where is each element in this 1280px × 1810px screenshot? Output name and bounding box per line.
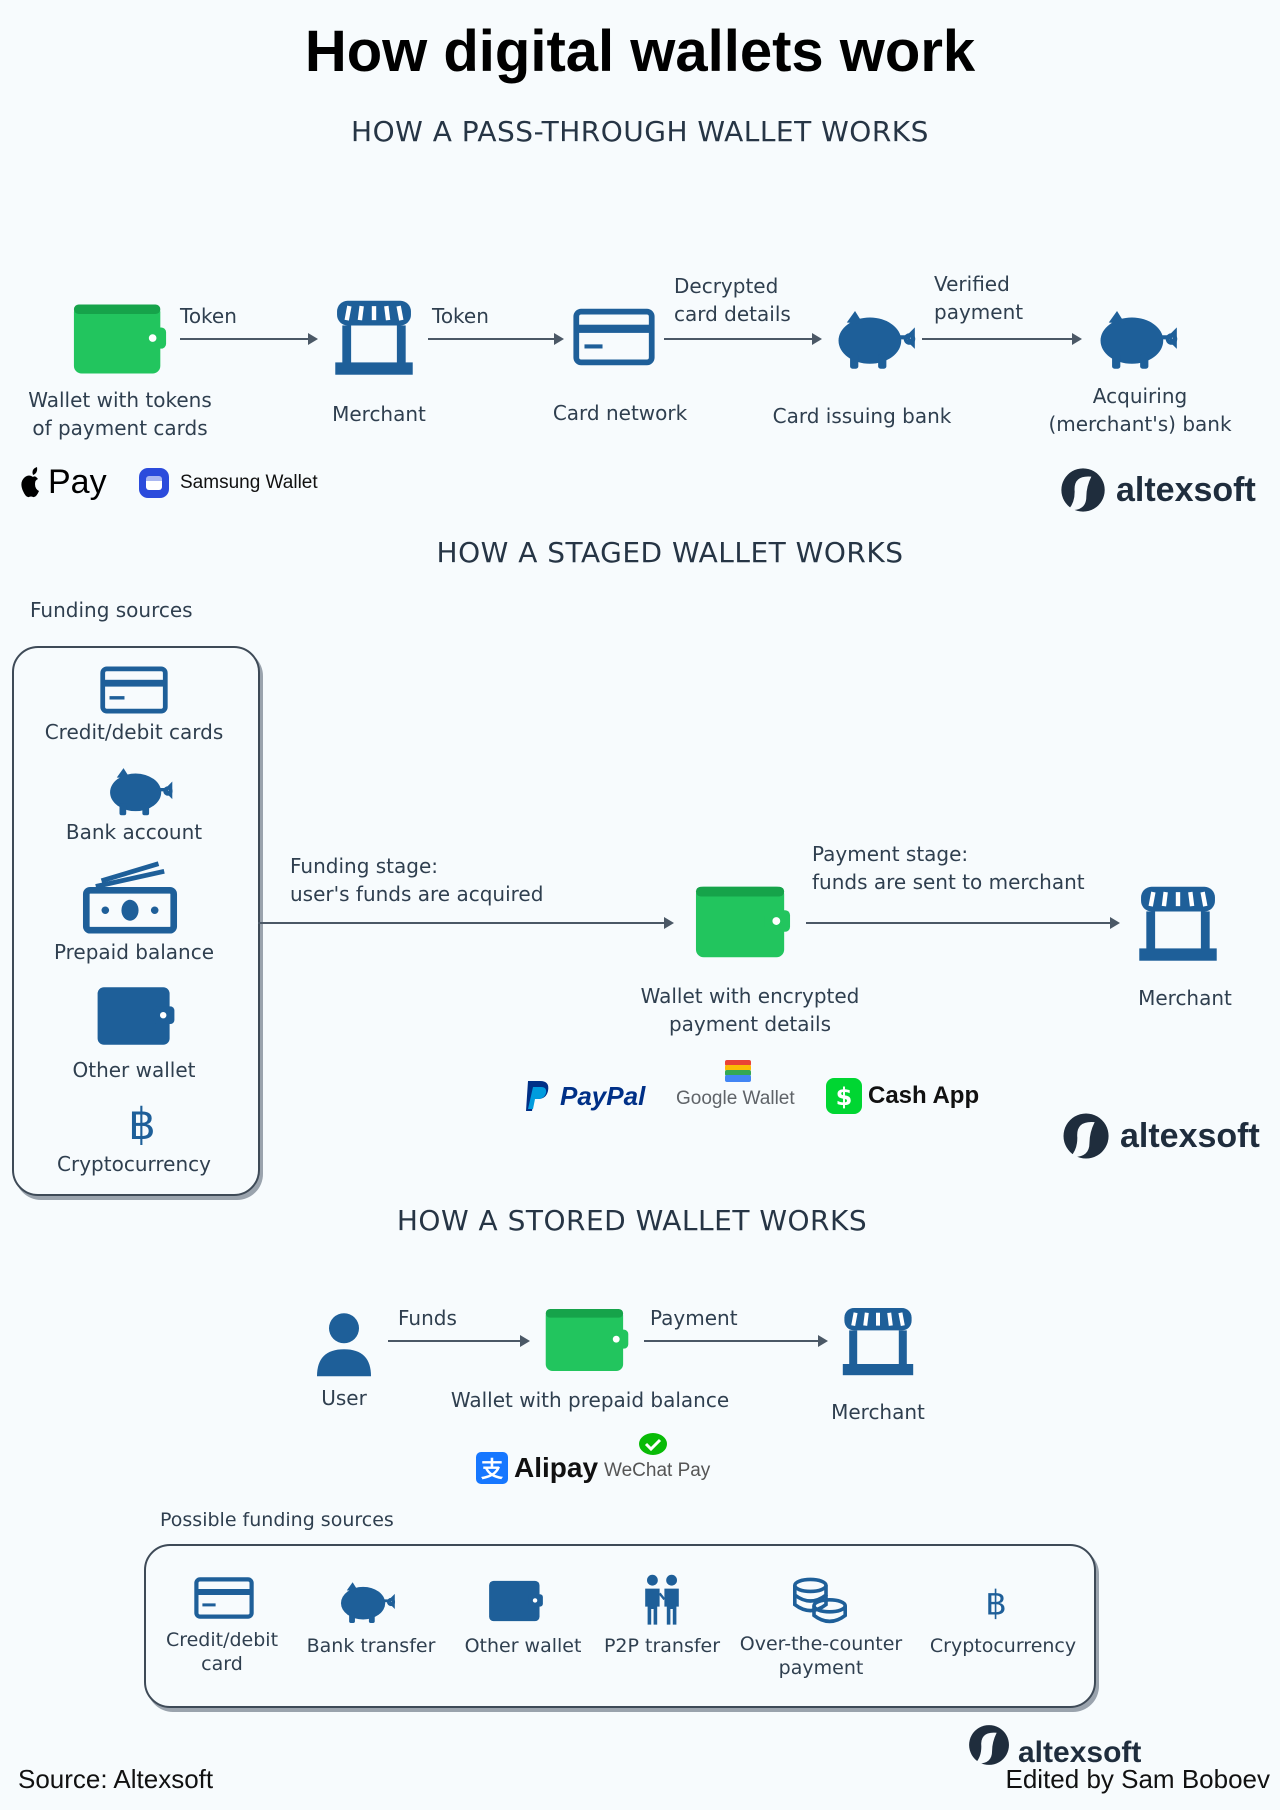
paypal-logo: PayPal <box>524 1078 645 1114</box>
stored-funds-label: Funds <box>398 1306 457 1330</box>
possible-cryptocurrency: Cryptocurrency <box>929 1635 1077 1657</box>
node-acquiring-bank: Acquiring (merchant's) bank <box>1048 384 1232 436</box>
wallet-icon <box>544 1304 630 1376</box>
page-title: How digital wallets work <box>304 19 976 84</box>
funding-prepaid-balance: Prepaid balance <box>53 940 215 964</box>
cash-app-text: Cash App <box>868 1082 980 1109</box>
arrow <box>428 333 564 345</box>
apple-pay-logo: Pay <box>20 462 107 502</box>
store-icon <box>838 1300 918 1380</box>
funding-sources-title: Funding sources <box>30 598 193 622</box>
google-wallet-text: Google Wallet <box>676 1088 795 1109</box>
arrow <box>922 333 1082 345</box>
editor-credit: Edited by Sam Boboev <box>1005 1764 1271 1794</box>
possible-p2p-transfer: P2P transfer <box>603 1635 721 1657</box>
altexsoft-icon <box>1058 465 1108 515</box>
node-card-issuing-bank: Card issuing bank <box>772 404 952 428</box>
samsung-wallet-logo: Samsung Wallet <box>138 466 318 500</box>
possible-funding-title: Possible funding sources <box>160 1509 394 1531</box>
altexsoft-logo: altexsoft <box>966 1722 1142 1769</box>
coins-icon <box>790 1576 850 1626</box>
alipay-text: Alipay <box>514 1452 599 1483</box>
stored-wallet-label: Wallet with prepaid balance <box>450 1388 730 1412</box>
altexsoft-text: altexsoft <box>1018 1736 1142 1769</box>
arrow <box>806 917 1120 929</box>
piggy-bank-icon <box>1090 306 1182 372</box>
piggy-bank-icon <box>334 1578 398 1626</box>
staged-merchant-label: Merchant <box>1138 986 1232 1010</box>
altexsoft-text: altexsoft <box>1116 470 1256 509</box>
wallet-icon <box>96 984 176 1048</box>
stored-heading: HOW A STORED WALLET WORKS <box>396 1204 868 1237</box>
wechat-pay-text: WeChat Pay <box>604 1460 711 1481</box>
arrow <box>180 333 318 345</box>
funding-cryptocurrency: Cryptocurrency <box>57 1152 211 1176</box>
apple-icon <box>21 467 39 498</box>
arrow-label-verified: Verified payment <box>934 272 1024 324</box>
piggy-bank-icon <box>102 764 176 818</box>
bitcoin-icon <box>982 1580 1010 1624</box>
arrow <box>664 333 822 345</box>
card-icon <box>100 666 168 714</box>
paypal-text: PayPal <box>560 1080 646 1111</box>
cash-app-logo: $ Cash App <box>826 1076 979 1116</box>
cash-icon <box>82 858 178 934</box>
user-icon <box>314 1310 374 1378</box>
altexsoft-logo: altexsoft <box>1060 1110 1260 1162</box>
staged-wallet-label: Wallet with encrypted payment details <box>640 984 860 1036</box>
arrow-label-token: Token <box>432 304 489 328</box>
wechat-pay-icon <box>639 1433 667 1455</box>
google-wallet-icon <box>725 1060 751 1082</box>
possible-bank-transfer: Bank transfer <box>306 1635 436 1657</box>
payment-stage-label: Payment stage: funds are sent to merchan… <box>812 842 1085 894</box>
funding-credit-debit: Credit/debit cards <box>44 720 224 744</box>
pass-through-heading: HOW A PASS-THROUGH WALLET WORKS <box>351 115 929 148</box>
funding-bank-account: Bank account <box>65 820 203 844</box>
altexsoft-logo: altexsoft <box>1058 464 1256 516</box>
arrow <box>644 1335 828 1347</box>
node-card-network: Card network <box>552 401 688 425</box>
stored-user-label: User <box>321 1386 367 1410</box>
svg-text:$: $ <box>836 1083 853 1111</box>
google-wallet-logo: Google Wallet <box>676 1060 802 1120</box>
card-icon <box>573 308 655 366</box>
store-icon <box>330 292 418 380</box>
arrow <box>258 917 674 929</box>
cash-app-icon: $ <box>826 1078 862 1114</box>
possible-funding-box <box>144 1544 1096 1708</box>
svg-text:支: 支 <box>481 1458 504 1483</box>
altexsoft-icon <box>966 1722 1012 1768</box>
arrow-label-token: Token <box>180 304 237 328</box>
node-wallet-tokens: Wallet with tokens of payment cards <box>28 388 212 440</box>
piggy-bank-icon <box>828 306 920 372</box>
altexsoft-icon <box>1060 1110 1112 1162</box>
source-credit: Source: Altexsoft <box>18 1764 214 1794</box>
stored-payment-label: Payment <box>650 1306 738 1330</box>
staged-heading: HOW A STAGED WALLET WORKS <box>436 536 904 569</box>
possible-over-the-counter: Over-the-counter payment <box>739 1633 903 1679</box>
arrow-label-decrypted: Decrypted card details <box>674 274 791 326</box>
alipay-icon: 支 <box>476 1452 508 1484</box>
arrow <box>388 1335 530 1347</box>
card-icon <box>194 1576 254 1620</box>
apple-pay-text: Pay <box>48 462 107 501</box>
funding-other-wallet: Other wallet <box>72 1058 196 1082</box>
possible-credit-debit: Credit/debit card <box>165 1629 279 1675</box>
samsung-wallet-text: Samsung Wallet <box>180 472 318 493</box>
paypal-icon <box>526 1081 549 1111</box>
people-icon <box>638 1572 686 1628</box>
bitcoin-icon <box>124 1096 160 1150</box>
wechat-pay-logo: WeChat Pay <box>604 1432 714 1492</box>
node-merchant: Merchant <box>332 402 426 426</box>
wallet-icon <box>694 882 792 962</box>
wallet-icon <box>72 300 168 378</box>
altexsoft-text: altexsoft <box>1120 1116 1260 1155</box>
wallet-icon <box>488 1578 544 1624</box>
stored-merchant-label: Merchant <box>831 1400 925 1424</box>
alipay-logo: 支 Alipay <box>476 1448 598 1488</box>
store-icon <box>1134 878 1222 966</box>
possible-other-wallet: Other wallet <box>464 1635 582 1657</box>
funding-stage-label: Funding stage: user's funds are acquired <box>290 854 544 906</box>
samsung-wallet-icon <box>139 468 169 498</box>
